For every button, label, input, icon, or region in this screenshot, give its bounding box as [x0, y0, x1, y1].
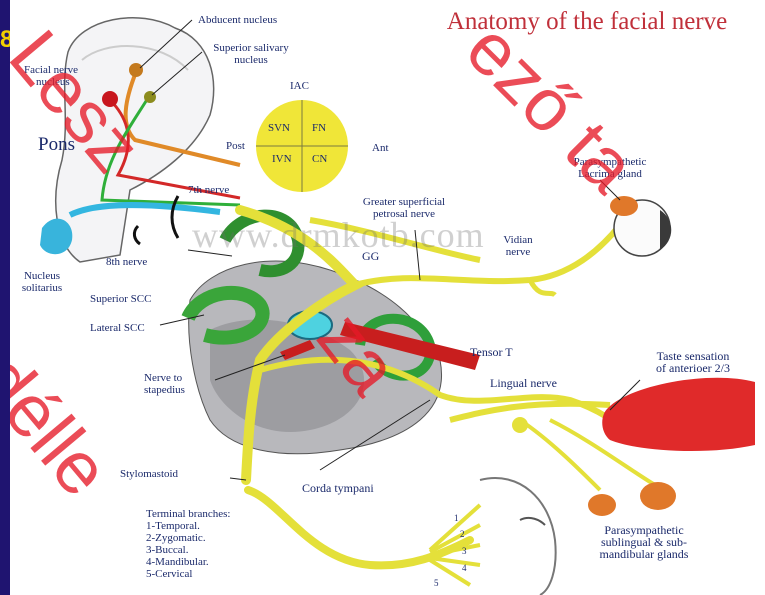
eighth-nerve-label: 8th nerve: [106, 256, 147, 268]
quadrant-svn: SVN: [268, 122, 290, 134]
seventh-nerve-label: 7th nerve: [188, 184, 229, 196]
gland-branch-1: [520, 420, 600, 490]
lateral-scc-label: Lateral SCC: [90, 322, 145, 334]
quadrant-fn: FN: [312, 122, 326, 134]
vidian-branch: [530, 280, 555, 295]
sublingual-gland: [588, 494, 616, 516]
terminal-branches-header: Terminal branches:: [146, 508, 230, 520]
branch-number: 1: [454, 512, 459, 524]
branch-number: 4: [462, 562, 467, 574]
taste-sensation-label: Taste sensation of anterioer 2/3: [638, 350, 748, 374]
stylomastoid-label: Stylomastoid: [120, 468, 178, 480]
lingual-branch: [450, 404, 610, 420]
watermark-url: www.drmkotb.com: [192, 214, 485, 256]
corda-tympani-label: Corda tympani: [302, 482, 374, 494]
terminal-branch: 1-Temporal.: [146, 520, 230, 532]
quadrant-ivn: IVN: [272, 153, 292, 165]
branch-number: 3: [462, 545, 467, 557]
lacrimal-gland: [610, 196, 638, 216]
terminal-branch: 5-Cervical: [146, 568, 230, 580]
terminal-branch: 3-Buccal.: [146, 544, 230, 556]
abducent-nucleus-dot: [129, 63, 143, 77]
tensor-t-label: Tensor T: [470, 346, 513, 358]
abducent-nucleus-label: Abducent nucleus: [198, 14, 277, 26]
gspn-label: Greater superficial petrosal nerve: [348, 196, 460, 220]
terminal-branches-list: Terminal branches: 1-Temporal. 2-Zygomat…: [146, 508, 230, 580]
eighth-nerve-bracket: [134, 226, 140, 244]
tongue: [602, 378, 755, 451]
diagram-panel: www.drmkotb.com Anatomy of the facial ne…: [10, 0, 765, 595]
branch-number: 2: [460, 528, 465, 540]
ganglion-node: [512, 417, 528, 433]
lingual-nerve-label: Lingual nerve: [490, 377, 557, 389]
iac-ant-label: Ant: [372, 142, 389, 154]
parasympathetic-glands-label: Parasympathetic sublingual & sub- mandib…: [590, 524, 698, 560]
submandibular-gland: [640, 482, 676, 510]
terminal-branch: 2-Zygomatic.: [146, 532, 230, 544]
nerve-to-stapedius-label: Nerve to stapedius: [144, 372, 185, 396]
nucleus-solitarius-label: Nucleus solitarius: [12, 270, 72, 294]
solitarius-blob: [40, 219, 72, 255]
terminal-branch: 4-Mandibular.: [146, 556, 230, 568]
vidian-nerve-label: Vidian nerve: [496, 234, 540, 258]
iac-post-label: Post: [226, 140, 245, 152]
branch-number: 5: [434, 577, 439, 589]
superior-scc-label: Superior SCC: [90, 293, 151, 305]
gg-label: GG: [362, 250, 379, 262]
superior-salivary-label: Superior salivary nucleus: [205, 42, 297, 66]
face-outline: [480, 478, 556, 595]
iac-label: IAC: [290, 80, 309, 92]
quadrant-cn: CN: [312, 153, 327, 165]
